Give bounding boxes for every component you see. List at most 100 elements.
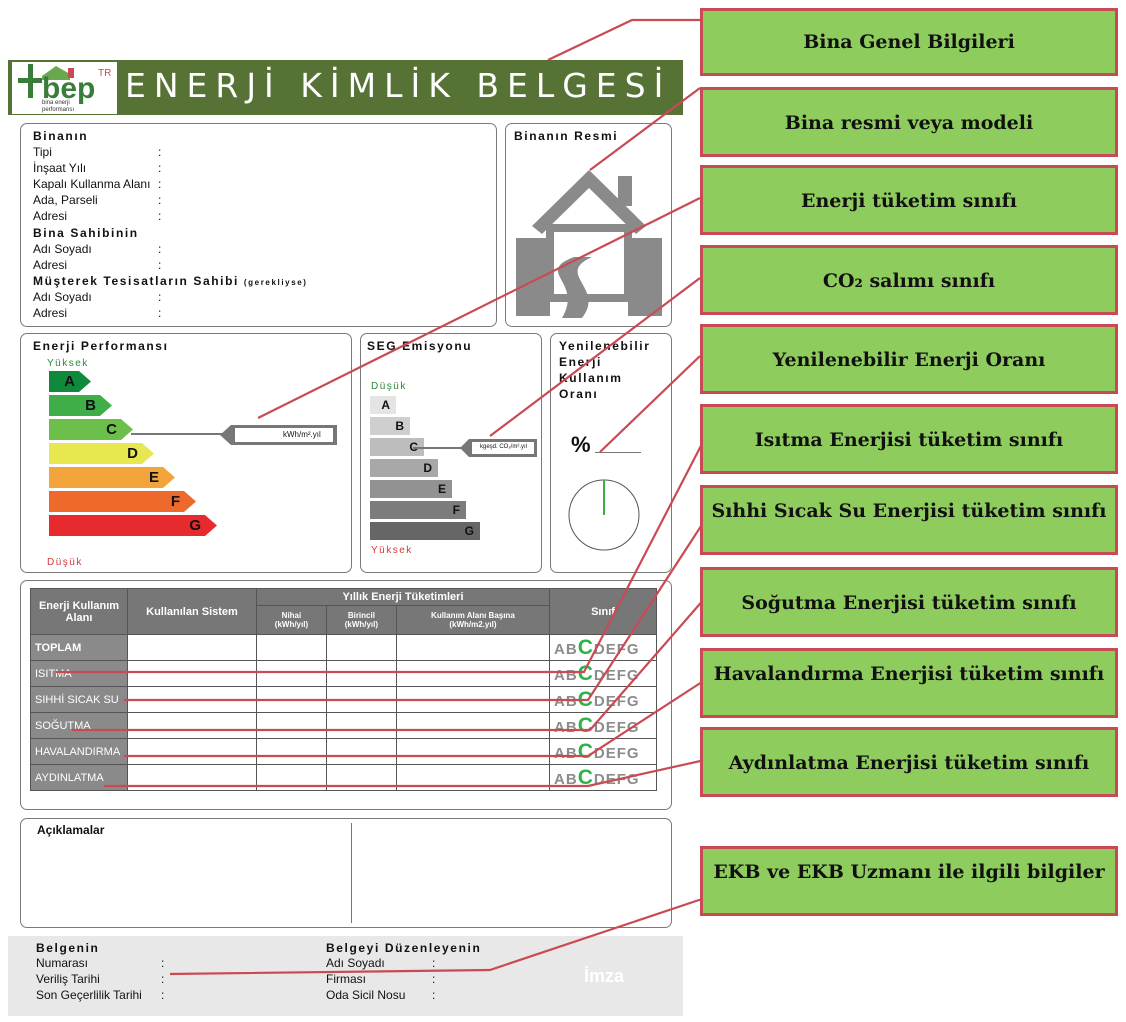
building-photo-panel: Binanın Resmi xyxy=(505,123,672,327)
bep-logo: bep TR bina enerji performansı xyxy=(12,62,117,114)
table-cell xyxy=(127,660,257,687)
seg-bar-g: G xyxy=(370,522,480,540)
seg-bar-a: A xyxy=(370,396,396,414)
seg-high-label: Yüksek xyxy=(371,545,413,556)
field-shared-address: Adresi: xyxy=(33,306,162,320)
col-system: Kullanılan Sistem xyxy=(127,588,257,635)
class-scale: ABCDEFG xyxy=(549,660,657,687)
table-cell xyxy=(256,712,327,739)
building-info-panel: Binanın Tipi: İnşaat Yılı: Kapalı Kullan… xyxy=(20,123,497,327)
seg-low-label: Düşük xyxy=(371,381,407,392)
cert-expiry-date: Son Geçerlilik Tarihi: xyxy=(36,988,165,1002)
table-cell xyxy=(395,686,551,713)
callout-ekb-expert: EKB ve EKB Uzmanı ile ilgili bilgiler xyxy=(700,846,1118,916)
table-row: HAVALANDIRMA ABCDEFG xyxy=(30,738,657,765)
table-cell xyxy=(325,764,397,791)
seg-bar-e: E xyxy=(370,480,452,498)
row-label: TOPLAM xyxy=(30,634,128,661)
section-owner: Bina Sahibinin xyxy=(33,226,139,240)
table-cell xyxy=(127,712,257,739)
cert-issue-date: Veriliş Tarihi: xyxy=(36,972,165,986)
field-year: İnşaat Yılı: xyxy=(33,161,162,175)
callout-energy-class: Enerji tüketim sınıfı xyxy=(700,165,1118,235)
seg-pointer-line xyxy=(413,447,463,449)
table-cell xyxy=(395,764,551,791)
energy-perf-title: Enerji Performansı xyxy=(33,339,169,353)
col-primary: Birincil(kWh/yıl) xyxy=(325,605,397,635)
energy-unit: kWh/m².yıl xyxy=(283,430,321,439)
energy-bar-c: C xyxy=(49,419,133,440)
table-row: AYDINLATMA ABCDEFG xyxy=(30,764,657,791)
seg-title: SEG Emisyonu xyxy=(367,339,473,353)
field-owner-address: Adresi: xyxy=(33,258,162,272)
callout-general-info: Bina Genel Bilgileri xyxy=(700,8,1118,76)
table-cell xyxy=(127,686,257,713)
cert-number: Numarası: xyxy=(36,956,165,970)
col-class: Sınıf xyxy=(549,588,657,635)
table-cell xyxy=(325,660,397,687)
issuer-chamber-no: Oda Sicil Nosu: xyxy=(326,988,436,1002)
table-cell xyxy=(256,686,327,713)
logo-text: bep xyxy=(42,72,96,105)
row-label: ISITMA xyxy=(30,660,128,687)
callout-co2-class: CO₂ salımı sınıfı xyxy=(700,245,1118,315)
row-label: SOĞUTMA xyxy=(30,712,128,739)
header-banner xyxy=(8,60,683,115)
energy-bar-b: B xyxy=(49,395,112,416)
footer: Belgenin Numarası: Veriliş Tarihi: Son G… xyxy=(8,936,683,1016)
table-cell xyxy=(256,634,327,661)
table-cell xyxy=(395,712,551,739)
callout-photo: Bina resmi veya modeli xyxy=(700,87,1118,157)
col-annual: Yıllık Enerji Tüketimleri xyxy=(256,588,550,606)
row-label: HAVALANDIRMA xyxy=(30,738,128,765)
section-shared-owner: Müşterek Tesisatların Sahibi (gerekliyse… xyxy=(33,274,308,288)
seg-unit: kgeşd. CO₂/m².yıl xyxy=(480,444,528,450)
photo-title: Binanın Resmi xyxy=(514,129,619,143)
logo-sub2: performansı xyxy=(42,107,75,113)
notes-divider xyxy=(351,823,352,923)
class-scale: ABCDEFG xyxy=(549,686,657,713)
table-cell xyxy=(395,634,551,661)
field-area: Kapalı Kullanma Alanı: xyxy=(33,177,162,191)
energy-bar-g: G xyxy=(49,515,217,536)
class-scale: ABCDEFG xyxy=(549,738,657,765)
energy-bar-a: A xyxy=(49,371,91,392)
renewable-title: Yenilenebilir Enerji Kullanım Oranı xyxy=(559,339,651,401)
section-building: Binanın xyxy=(33,129,89,143)
table-cell xyxy=(325,712,397,739)
callout-cooling: Soğutma Enerjisi tüketim sınıfı xyxy=(700,567,1118,637)
field-parcel: Ada, Parseli: xyxy=(33,193,162,207)
page-title: ENERJİ KİMLİK BELGESİ xyxy=(125,66,672,105)
issuer-name: Adı Soyadı: xyxy=(326,956,436,970)
table-cell xyxy=(325,738,397,765)
callout-lighting: Aydınlatma Enerjisi tüketim sınıfı xyxy=(700,727,1118,797)
callout-heating: Isıtma Enerjisi tüketim sınıfı xyxy=(700,404,1118,474)
energy-pointer-line xyxy=(131,433,231,435)
percent-symbol: % xyxy=(571,432,591,457)
logo-sub1: bina enerji xyxy=(42,100,70,106)
field-address: Adresi: xyxy=(33,209,162,223)
table-cell xyxy=(127,764,257,791)
energy-bar-d: D xyxy=(49,443,154,464)
table-cell xyxy=(325,686,397,713)
table-cell xyxy=(256,660,327,687)
col-usage: Enerji Kullanım Alanı xyxy=(30,588,128,635)
logo-sup: TR xyxy=(98,68,112,79)
renewable-pie xyxy=(568,479,640,551)
callout-ventilation: Havalandırma Enerjisi tüketim sınıfı xyxy=(700,648,1118,718)
energy-bar-f: F xyxy=(49,491,196,512)
class-scale: ABCDEFG xyxy=(549,764,657,791)
table-cell xyxy=(127,634,257,661)
percent-underline xyxy=(595,452,641,453)
table-cell xyxy=(325,634,397,661)
field-type: Tipi: xyxy=(33,145,162,159)
energy-low-label: Düşük xyxy=(47,557,83,568)
table-cell xyxy=(256,738,327,765)
energy-table: Enerji Kullanım Alanı Kullanılan Sistem … xyxy=(30,588,657,791)
row-label: AYDINLATMA xyxy=(30,764,128,791)
renewable-panel: Yenilenebilir Enerji Kullanım Oranı % xyxy=(550,333,672,573)
